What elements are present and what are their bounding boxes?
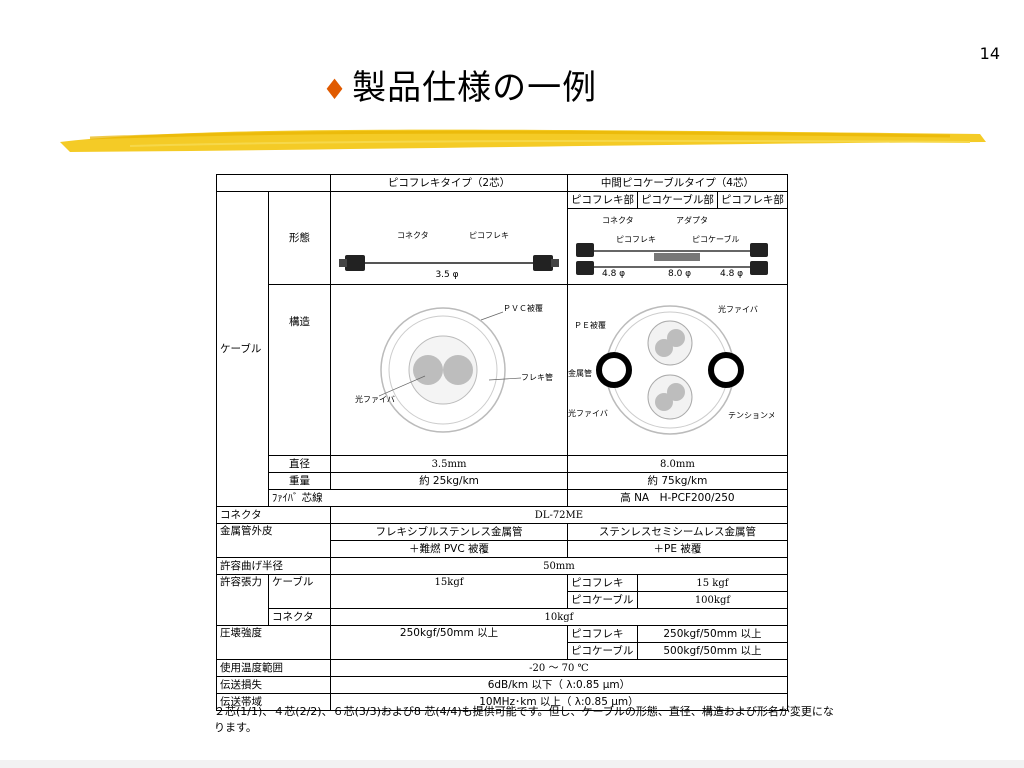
connector-left-icon [345, 254, 365, 271]
tension-member-right [708, 351, 744, 388]
label-dim-4-8-left: 4.8 φ [602, 269, 625, 279]
row-label-connector: コネクタ [216, 506, 331, 524]
tension-value-picocable: 100kgf [637, 591, 788, 609]
structure-figure-picoflex: ＰＶＣ被覆 フレキ管 光ファイバ [330, 284, 568, 456]
loss-value: 6dB/km 以下（ λ:0.85 μm） [330, 676, 788, 694]
label-fiber: 光ファイバ [355, 394, 395, 404]
picocable-segment [654, 253, 700, 261]
picoflex-cable-drawing: コネクタ ピコフレキ 3.5 φ [339, 231, 559, 280]
slide-title-text: 製品仕様の一例 [352, 68, 598, 108]
label-picoflex: ピコフレキ [616, 235, 656, 244]
middle-cable-drawing: コネクタ アダプタ ピコフレキ ピコケーブル 4.8 φ 8.0 φ 4.8 φ [576, 215, 768, 279]
row-label-tension-connector: コネクタ [268, 608, 331, 626]
connector-value: DL-72ME [330, 506, 788, 524]
crush-value-picocable: 500kgf/50mm 以上 [637, 642, 788, 660]
label-fiber-top: 光ファイバ [718, 304, 758, 314]
row-label-temperature: 使用温度範囲 [216, 659, 331, 677]
header-picoflex-type: ピコフレキタイプ（2芯） [330, 174, 568, 192]
temperature-value: -20 ～ 70 ℃ [330, 659, 788, 677]
form-figure-picoflex: コネクタ ピコフレキ 3.5 φ [330, 191, 568, 285]
label-pvc: ＰＶＣ被覆 [503, 303, 543, 313]
row-label-form: 形態 [268, 191, 331, 285]
connector-right-icon [533, 254, 553, 271]
label-fiber-bottom: 光ファイバ [568, 408, 608, 418]
diamond-bullet-icon: ♦ [322, 73, 349, 106]
middle-cross-section: ＰＥ被覆 光ファイバ 金属管 光ファイバ テンションメンバ [568, 304, 792, 435]
label-adapter: アダプタ [676, 215, 708, 225]
metal-middle-line2: ＋PE 被覆 [567, 540, 788, 558]
row-label-tension-cable: ケーブル [268, 574, 331, 609]
crush-label-picoflex: ピコフレキ [567, 625, 638, 643]
label-picoflex: ピコフレキ [469, 231, 509, 240]
label-dim-8-0: 8.0 φ [668, 269, 691, 279]
bend-radius-value: 50mm [330, 557, 788, 575]
diameter-middle: 8.0mm [567, 455, 788, 473]
tension-label-picocable: ピコケーブル [567, 591, 638, 609]
label-pe: ＰＥ被覆 [574, 320, 606, 330]
row-label-tension: 許容張力 [216, 574, 269, 626]
bandwidth-value: 10MHz･km 以上（ λ:0.85 μm） [330, 693, 788, 711]
connector-icon [750, 261, 768, 275]
weight-picoflex: 約 25kg/km [330, 472, 568, 490]
label-tension-member: テンションメンバ [728, 411, 774, 420]
label-connector: コネクタ [397, 231, 429, 240]
crush-value-picoflex: 250kgf/50mm 以上 [637, 625, 788, 643]
connector-icon [576, 243, 594, 257]
slide-title: ♦製品仕様の一例 [322, 60, 597, 109]
crush-picoflex-type: 250kgf/50mm 以上 [330, 625, 568, 660]
connector-icon [576, 261, 594, 275]
label-dim-3-5: 3.5 φ [435, 270, 458, 279]
label-dim-4-8-right: 4.8 φ [720, 269, 743, 279]
tension-member-left [596, 351, 632, 388]
footnote: ２芯(1/1)、４芯(2/2)、６芯(3/3)および8 芯(4/4)も提供可能で… [214, 705, 834, 734]
row-label-bandwidth: 伝送帯域 [216, 693, 331, 711]
page-number: 14 [979, 44, 1000, 63]
footer-band [0, 760, 1024, 768]
label-flex-tube: フレキ管 [521, 372, 553, 382]
label-metal-tube: 金属管 [568, 368, 592, 378]
row-label-weight: 重量 [268, 472, 331, 490]
connector-icon [750, 243, 768, 257]
metal-picoflex-line2: ＋難燃 PVC 被覆 [330, 540, 568, 558]
yellow-brush-stroke [60, 129, 986, 152]
row-label-crush: 圧壊強度 [216, 625, 331, 660]
row-label-loss: 伝送損失 [216, 676, 331, 694]
metal-picoflex-line1: フレキシブルステンレス金属管 [330, 523, 568, 541]
header-blank [216, 174, 331, 192]
row-label-structure: 構造 [268, 284, 331, 456]
structure-figure-middle: ＰＥ被覆 光ファイバ 金属管 光ファイバ テンションメンバ [567, 284, 792, 456]
label-picocable: ピコケーブル [692, 234, 740, 244]
row-label-diameter: 直径 [268, 455, 331, 473]
metal-middle-line1: ステンレスセミシームレス金属管 [567, 523, 788, 541]
weight-middle: 約 75kg/km [567, 472, 788, 490]
label-connector: コネクタ [602, 216, 634, 225]
tension-value-picoflex: 15 kgf [637, 574, 788, 592]
tension-connector-value: 10kgf [330, 608, 788, 626]
diameter-picoflex: 3.5mm [330, 455, 568, 473]
header-middle-type: 中間ピコケーブルタイプ（4芯） [567, 174, 788, 192]
row-label-cable: ケーブル [216, 191, 269, 507]
picoflex-cross-section: ＰＶＣ被覆 フレキ管 光ファイバ [355, 303, 553, 433]
row-label-fiber-core: ﾌｧｲﾊﾞ 芯線 [268, 489, 568, 507]
row-label-bend-radius: 許容曲げ半径 [216, 557, 331, 575]
crush-label-picocable: ピコケーブル [567, 642, 638, 660]
header-sub-picoflex-1: ピコフレキ部 [567, 191, 638, 209]
spec-table: ピコフレキタイプ（2芯） 中間ピコケーブルタイプ（4芯） ケーブル 形態 コネク… [216, 174, 792, 711]
row-label-metal-sheath: 金属管外皮 [216, 523, 331, 558]
header-sub-picocable: ピコケーブル部 [637, 191, 718, 209]
fiber-core-value: 高 NA H-PCF200/250 [567, 489, 788, 507]
header-sub-picoflex-2: ピコフレキ部 [716, 191, 788, 209]
tension-label-picoflex: ピコフレキ [567, 574, 638, 592]
form-figure-middle: コネクタ アダプタ ピコフレキ ピコケーブル 4.8 φ 8.0 φ 4.8 φ [567, 208, 788, 285]
tension-cable-picoflex: 15kgf [330, 574, 568, 609]
